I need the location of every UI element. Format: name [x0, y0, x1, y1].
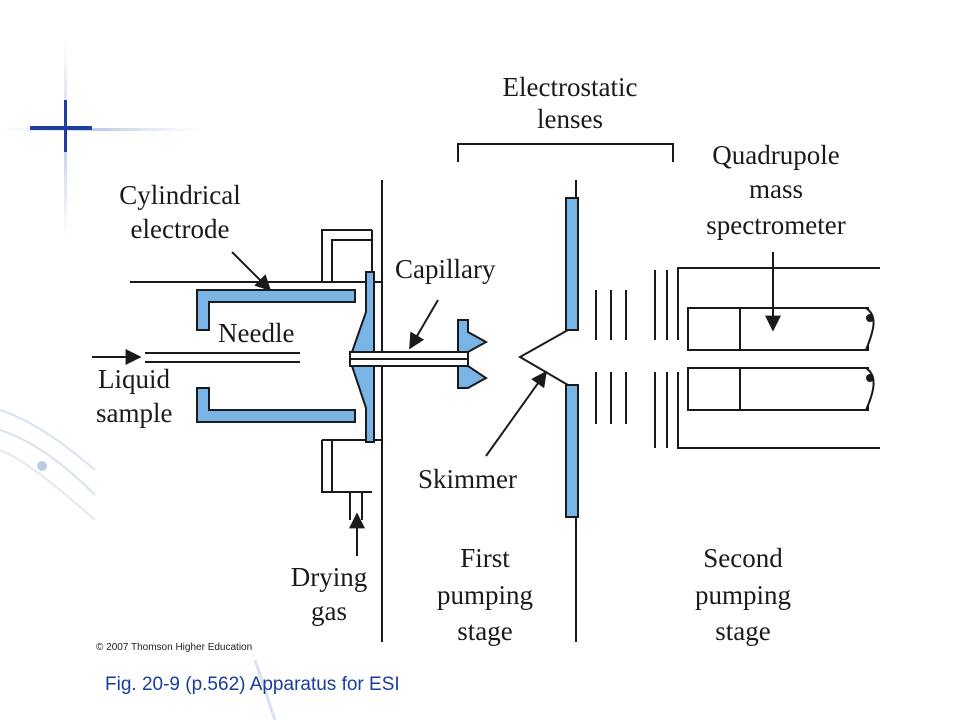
- housing-upper: [321, 229, 382, 283]
- label-capillary: Capillary: [395, 254, 496, 284]
- skimmer: [517, 329, 569, 386]
- quadrupole-enclosure-top: [677, 267, 880, 340]
- capillary-nozzle-upper: [457, 319, 489, 353]
- copyright-notice: © 2007 Thomson Higher Education: [96, 642, 253, 653]
- label-cylindrical: Cylindrical: [119, 180, 241, 210]
- label-mass: mass: [749, 174, 803, 204]
- label-electrode: electrode: [130, 214, 230, 244]
- skimmer-plate-lower: [565, 384, 579, 518]
- quadrupole-enclosure-bottom: [677, 372, 880, 449]
- label-spectrometer: spectrometer: [706, 210, 846, 240]
- interface-plate-lower: [350, 365, 375, 443]
- cross-horizontal: [30, 126, 92, 130]
- cylindrical-electrode-upper: [196, 289, 356, 331]
- figure-caption: Fig. 20-9 (p.562) Apparatus for ESI: [105, 674, 400, 695]
- interface-plate-upper: [350, 271, 375, 353]
- electrostatic-lenses: [595, 270, 668, 448]
- housing-lower: [321, 440, 372, 493]
- label-skimmer: Skimmer: [418, 464, 517, 494]
- label-first-pumping: pumping: [436, 580, 533, 610]
- label-second-stage: stage: [715, 616, 771, 646]
- skimmer-plate-upper: [565, 197, 579, 331]
- electrode-arrow: [231, 251, 272, 292]
- label-first-stage: stage: [457, 616, 513, 646]
- quadrupole-rods: [687, 307, 875, 411]
- label-electrostatic: Electrostatic: [502, 72, 638, 102]
- label-second: Second: [703, 543, 783, 573]
- capillary-nozzle-lower: [457, 365, 488, 389]
- capillary-arrow: [409, 299, 439, 350]
- label-liquid: Liquid: [98, 364, 170, 394]
- label-second-pumping: pumping: [694, 580, 791, 610]
- label-quadrupole: Quadrupole: [712, 140, 840, 170]
- label-drying: Drying: [290, 562, 368, 592]
- lenses-bracket: [457, 143, 674, 162]
- label-gas: gas: [311, 596, 347, 626]
- label-sample: sample: [96, 398, 173, 428]
- label-needle: Needle: [218, 318, 295, 348]
- skimmer-arrow: [485, 370, 547, 457]
- label-first: First: [460, 543, 510, 573]
- cylindrical-electrode-lower: [196, 387, 356, 423]
- label-lenses: lenses: [537, 104, 603, 134]
